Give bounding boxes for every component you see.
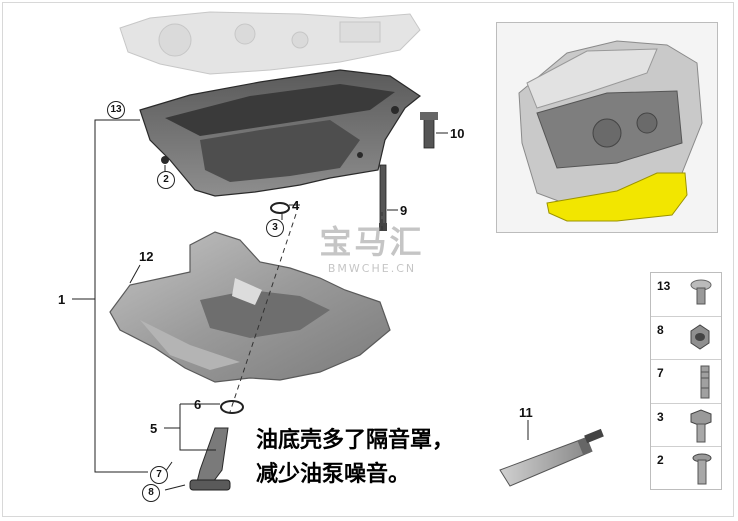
o-ring-shape (220, 400, 244, 414)
callout-2: 2 (157, 171, 175, 189)
callout-4: 4 (292, 198, 300, 213)
flange-bolt-icon (692, 453, 712, 485)
callout-7: 7 (150, 466, 168, 484)
callout-11: 11 (519, 405, 533, 420)
legend-number: 7 (657, 366, 664, 381)
legend-row: 8 (651, 317, 721, 361)
legend-number: 13 (657, 279, 671, 293)
oil-pickup-shape (189, 427, 231, 491)
assembly-axis-line (229, 213, 297, 413)
oil-pan-upper-shape (139, 69, 422, 197)
legend-number: 8 (657, 322, 664, 337)
callout-12: 12 (139, 249, 154, 264)
callout-5: 5 (150, 421, 158, 436)
dipstick-tube-shape (379, 164, 387, 231)
callout-3: 3 (266, 219, 284, 237)
sensor-bracket-shape (420, 112, 438, 149)
legend-row: 3 (651, 404, 721, 448)
leader-lines (72, 119, 529, 491)
engine-location-drawing (518, 40, 703, 222)
caption: 油底壳多了隔音罩， 减少油泵噪音。 (256, 424, 454, 492)
engine-inset-image (496, 22, 718, 233)
sealant-tube-shape (499, 428, 604, 487)
legend-number: 2 (657, 453, 664, 468)
noise-shield-shape (109, 231, 391, 383)
callout-13: 13 (107, 101, 125, 119)
callout-9: 9 (400, 203, 408, 218)
legend-row: 7 (651, 360, 721, 404)
engine-block-shape (119, 11, 421, 75)
hex-bolt-icon (690, 409, 712, 443)
hex-nut-icon (690, 323, 710, 350)
push-rivet-icon (690, 279, 712, 305)
stud-bolt-icon (700, 365, 710, 399)
highlighted-oil-pan-shape (546, 172, 688, 222)
watermark: 宝马汇 BMWCHE.CN (308, 222, 436, 276)
watermark-title: 宝马汇 (319, 223, 425, 261)
caption-line-1: 油底壳多了隔音罩， (256, 428, 455, 453)
seal-ring-shape (270, 202, 290, 214)
legend-row: 13 (651, 273, 721, 317)
legend-row: 2 (651, 447, 721, 491)
callout-6: 6 (194, 397, 202, 412)
small-parts-legend: 13 8 7 3 (650, 272, 722, 490)
legend-number: 3 (657, 409, 664, 424)
callout-1: 1 (58, 292, 66, 307)
caption-line-2: 减少油泵噪音。 (256, 462, 411, 487)
watermark-subtitle: BMWCHE.CN (327, 262, 417, 275)
callout-8: 8 (142, 484, 160, 502)
callout-10: 10 (450, 126, 465, 141)
